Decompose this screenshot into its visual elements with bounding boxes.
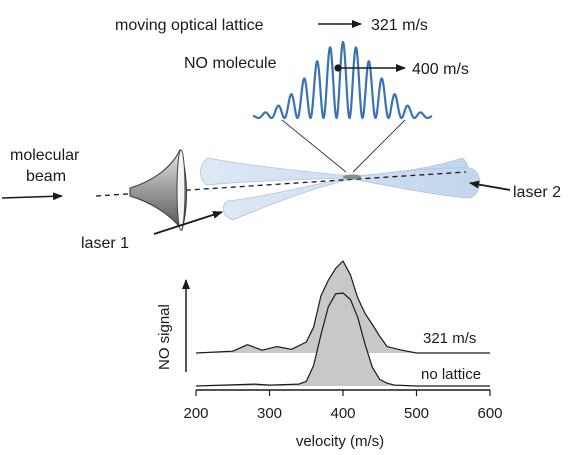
nozzle-opening	[176, 149, 186, 231]
trace-line-0	[195, 260, 490, 354]
trace-line-1	[195, 292, 490, 387]
molecule-speed-label: 400 m/s	[412, 61, 469, 78]
molecular-beam-arrow	[1, 192, 63, 201]
lattice-speed-label: 321 m/s	[371, 17, 428, 34]
x-tick-label: 600	[477, 405, 502, 422]
x-tick-label: 500	[404, 405, 429, 422]
x-tick-label: 300	[257, 405, 282, 422]
molecule-label: NO molecule	[184, 55, 277, 72]
zoom-line-left	[281, 119, 347, 173]
laser-2-label: laser 2	[513, 184, 561, 201]
lattice-overlap-region	[343, 174, 361, 180]
x-axis-ticks: 200 300 400 500 600	[183, 390, 503, 422]
molecular-beam-label: molecular beam	[10, 147, 84, 185]
laser-1-label: laser 1	[81, 235, 129, 252]
trace-fill-1	[196, 293, 490, 386]
series-label-no-lattice: no lattice	[421, 366, 481, 383]
y-axis-label: NO signal	[156, 304, 173, 370]
lattice-label: moving optical lattice	[115, 17, 264, 34]
x-tick-label: 200	[183, 405, 208, 422]
zoom-line-right	[352, 119, 406, 173]
lattice-wave	[252, 40, 433, 120]
x-tick-label: 400	[330, 405, 355, 422]
chart-traces	[195, 260, 490, 387]
laser-2-arrow	[469, 180, 511, 191]
nozzle-icon	[129, 148, 187, 232]
velocity-chart: NO signal 200 300 400 500 600 velocity (m/s)…	[156, 260, 503, 450]
x-axis-label: velocity (m/s)	[296, 433, 384, 450]
molecular-beam-axis	[95, 171, 467, 197]
laser-1-arrow	[153, 210, 223, 235]
series-label-lattice: 321 m/s	[423, 330, 476, 347]
